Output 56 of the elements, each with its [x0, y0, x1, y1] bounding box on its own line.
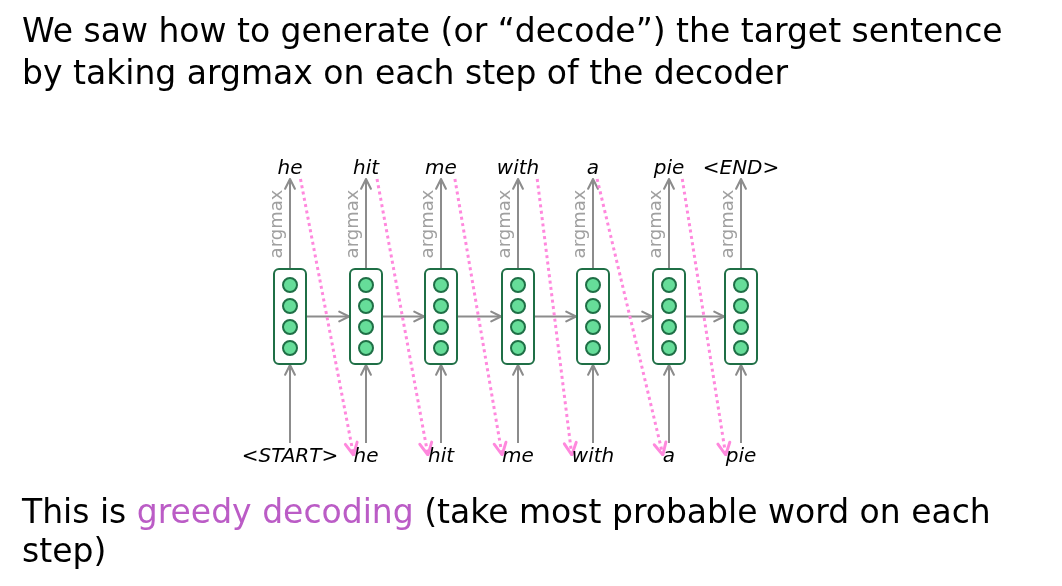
- dotted-arrow: [453, 178, 508, 457]
- arrow: [435, 177, 447, 269]
- arrow: [609, 310, 654, 323]
- output-word: <END>: [702, 155, 780, 179]
- arrow: [435, 363, 447, 444]
- input-word: pie: [725, 443, 757, 467]
- output-word: he: [277, 155, 303, 179]
- arrow: [587, 177, 599, 269]
- decoder-cell: [576, 268, 610, 365]
- output-word: hit: [352, 155, 380, 179]
- arrow: [512, 177, 524, 269]
- edge-label: argmax: [569, 189, 589, 258]
- decoder-cell: [424, 268, 458, 365]
- output-word: with: [496, 155, 540, 179]
- arrow: [663, 363, 675, 444]
- dotted-arrow: [299, 178, 359, 457]
- arrow: [306, 310, 351, 323]
- arrow: [735, 363, 747, 444]
- output-word: pie: [653, 155, 685, 179]
- dotted-arrow: [535, 178, 578, 457]
- edge-label: argmax: [717, 189, 737, 258]
- edge-label: argmax: [494, 189, 514, 258]
- arrow: [360, 363, 372, 444]
- arrow: [512, 363, 524, 444]
- edge-label: argmax: [645, 189, 665, 258]
- dotted-arrow: [375, 178, 434, 457]
- decoder-cell: [501, 268, 535, 365]
- dotted-arrow: [680, 178, 732, 457]
- arrow: [284, 177, 296, 269]
- input-word: hit: [427, 443, 455, 467]
- arrow: [457, 310, 503, 323]
- edge-label: argmax: [266, 189, 286, 258]
- arrow: [284, 363, 296, 444]
- arrow: [587, 363, 599, 444]
- input-word: with: [571, 443, 615, 467]
- dotted-arrow: [595, 178, 668, 457]
- output-word: a: [586, 155, 600, 179]
- arrow: [685, 310, 726, 323]
- input-word: he: [353, 443, 379, 467]
- input-word: me: [502, 443, 534, 467]
- decoder-cell: [349, 268, 383, 365]
- caption-text: This is greedy decoding (take most probable word on each step): [22, 492, 992, 570]
- decoder-cell: [724, 268, 758, 365]
- arrow: [534, 310, 578, 323]
- edge-label: argmax: [342, 189, 362, 258]
- arrow: [663, 177, 675, 269]
- decoder-cell: [273, 268, 307, 365]
- output-word: me: [425, 155, 457, 179]
- input-word: a: [662, 443, 676, 467]
- decoder-cell: [652, 268, 686, 365]
- arrow: [360, 177, 372, 269]
- input-word: <START>: [241, 443, 339, 467]
- arrow: [382, 310, 426, 323]
- edge-label: argmax: [417, 189, 437, 258]
- arrow: [735, 177, 747, 269]
- heading: We saw how to generate (or “decode”) the target sentence by taking argmax on each step of the decoder: [22, 10, 1004, 94]
